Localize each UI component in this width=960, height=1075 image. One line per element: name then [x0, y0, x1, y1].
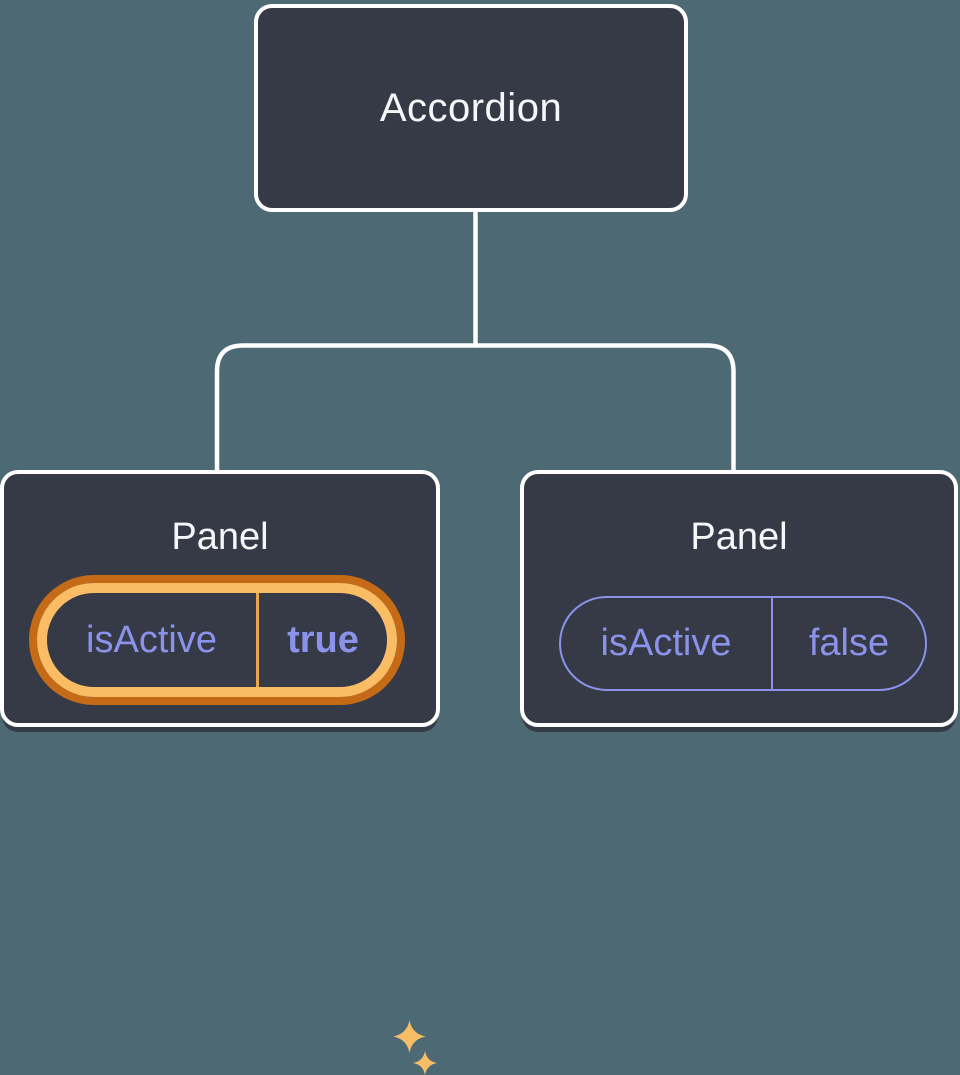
panel-node-inactive: Panel isActive false — [520, 470, 958, 727]
state-key-cell: isActive — [47, 593, 259, 687]
state-value: true — [287, 618, 359, 661]
panel-node-label: Panel — [171, 516, 269, 558]
sparkle-icon — [393, 1020, 426, 1053]
state-pill-inactive: isActive false — [559, 596, 927, 691]
state-key: isActive — [600, 622, 732, 664]
state-key: isActive — [86, 618, 217, 661]
state-pill-active: isActive true — [37, 583, 397, 697]
state-value-cell: true — [259, 593, 387, 687]
component-tree-diagram: Accordion Panel isActive true Panel isAc… — [0, 4, 958, 1075]
accordion-node-label: Accordion — [379, 85, 563, 130]
accordion-node: Accordion — [254, 4, 688, 212]
state-value: false — [808, 622, 890, 664]
sparkle-icon — [413, 1051, 437, 1075]
tree-connector-lines — [214, 207, 736, 475]
state-value-cell: false — [773, 598, 925, 689]
panel-node-label: Panel — [690, 516, 788, 558]
state-key-cell: isActive — [561, 598, 773, 689]
panel-node-active: Panel isActive true — [0, 470, 440, 1075]
